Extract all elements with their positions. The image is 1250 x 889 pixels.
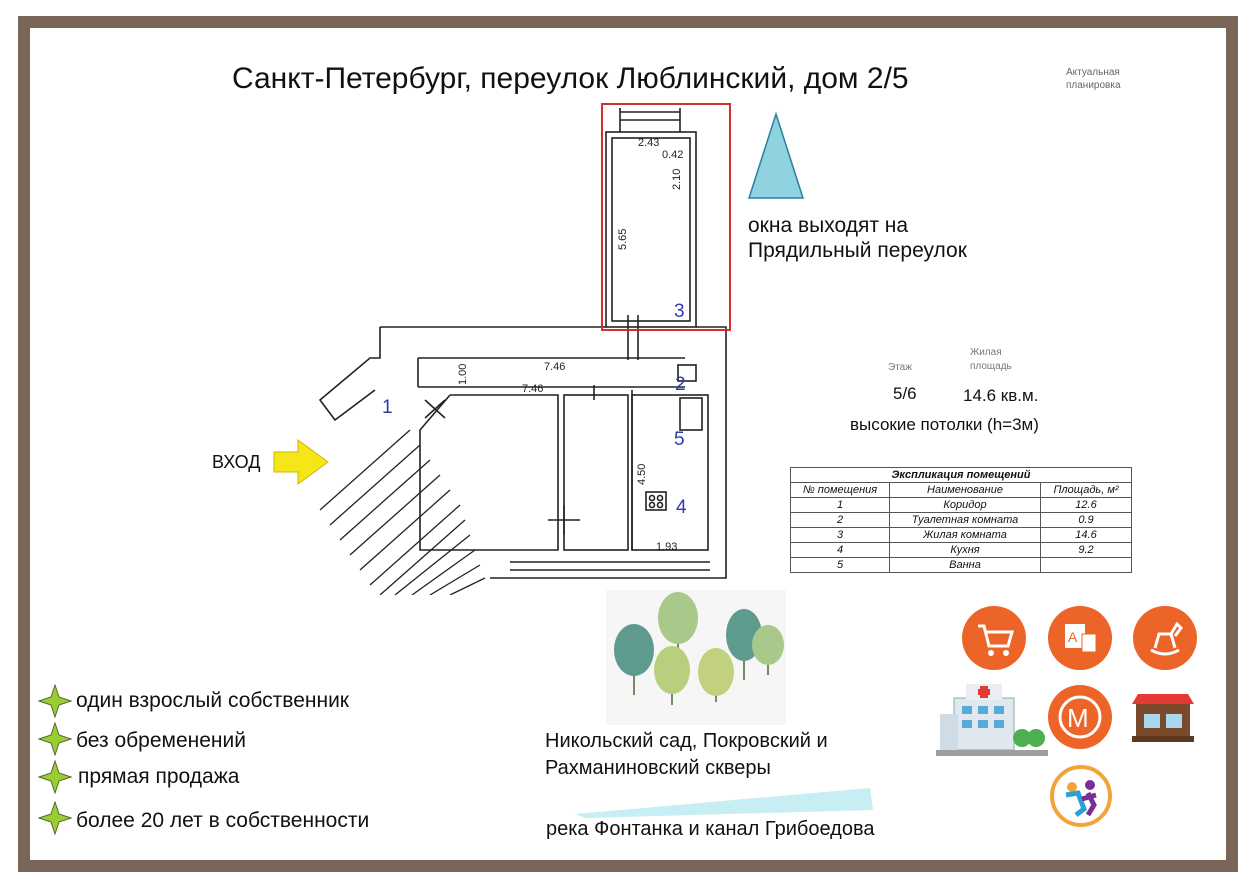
feature-2: без обременений [76,729,246,752]
feature-3: прямая продажа [78,765,240,788]
room-number-4: 4 [676,497,687,518]
room-number-1: 1 [382,397,393,418]
staircase [319,429,486,595]
sport-icon [1050,765,1112,827]
dim-1-93: 1.93 [656,541,677,553]
room-number-2: 2 [675,374,686,395]
sparkle-icon [38,684,72,718]
area-value: 14.6 кв.м. [963,386,1039,405]
svg-text:A: A [1068,629,1078,645]
cell: 12.6 [1040,497,1132,513]
actual-plan-label: Актуальная планировка [1066,67,1121,91]
svg-text:M: M [1067,703,1089,733]
sparkle-icon [38,760,72,794]
dim-2-10: 2.10 [671,169,683,190]
cell [1040,557,1132,573]
feature-1: один взрослый собственник [76,689,349,712]
cell: Кухня [889,542,1041,558]
cell: 1 [790,497,890,513]
cell: 3 [790,527,890,543]
park-trees-icon [606,590,786,725]
river-note: река Фонтанка и канал Грибоедова [546,818,875,840]
col-header-name: Наименование [889,482,1041,498]
cell: 14.6 [1040,527,1132,543]
cafe-icon [1132,694,1194,742]
cell: 2 [790,512,890,528]
room-3-highlight [601,103,731,331]
sparkle-icon [38,801,72,835]
parks-line2: Рахманиновский скверы [545,757,771,779]
cell: 9.2 [1040,542,1132,558]
hospital-icon [936,684,1048,756]
cell: 0.9 [1040,512,1132,528]
dim-1-00: 1.00 [457,364,469,385]
room-number-3: 3 [674,301,685,322]
metro-icon: M [1048,685,1112,749]
dim-5-65: 5.65 [617,229,629,250]
cell: Коридор [889,497,1041,513]
dim-7-46-bottom: 7.46 [522,383,543,395]
area-label: Жилая площадь [970,347,1012,372]
river-stroke-icon [575,788,873,818]
cell: Жилая комната [889,527,1041,543]
entrance-arrow-icon [273,439,329,485]
sparkle-icon [38,722,72,756]
rocking-horse-icon [1133,606,1197,670]
page-title: Санкт-Петербург, переулок Люблинский, до… [232,62,909,95]
windows-note-line1: окна выходят на [748,214,909,237]
explication-table: Экспликация помещений № помещения Наимен… [790,467,1132,573]
cell: 5 [790,557,890,573]
dim-7-46-top: 7.46 [544,361,565,373]
feature-4: более 20 лет в собственности [76,809,370,832]
cell: Ванна [889,557,1041,573]
ceilings-note: высокие потолки (h=3м) [850,415,1039,434]
room-number-5: 5 [674,429,685,450]
room-3-walls [605,131,697,328]
cell: 4 [790,542,890,558]
orientation-triangle-icon [747,111,805,199]
floor-value: 5/6 [893,384,917,403]
dim-0-42: 0.42 [662,149,683,161]
dim-2-43: 2.43 [638,137,659,149]
windows-note-line2: Прядильный переулок [748,239,967,262]
col-header-number: № помещения [790,482,890,498]
shopping-cart-icon [962,606,1026,670]
col-header-area: Площадь, м² [1040,482,1132,498]
entrance-label: ВХОД [212,452,260,472]
floor-plan: 2.43 0.42 2.10 5.65 7.46 7.46 1.00 4.50 … [212,103,731,595]
parks-note: Никольский сад, Покровский и Рахманиновс… [545,728,828,782]
dim-4-50: 4.50 [636,464,648,485]
explication-caption: Экспликация помещений [790,467,1132,483]
floor-label: Этаж [888,362,912,373]
school-icon: A [1048,606,1112,670]
cell: Туалетная комната [889,512,1041,528]
windows-note: окна выходят на Прядильный переулок [748,213,967,263]
parks-line1: Никольский сад, Покровский и [545,730,828,752]
